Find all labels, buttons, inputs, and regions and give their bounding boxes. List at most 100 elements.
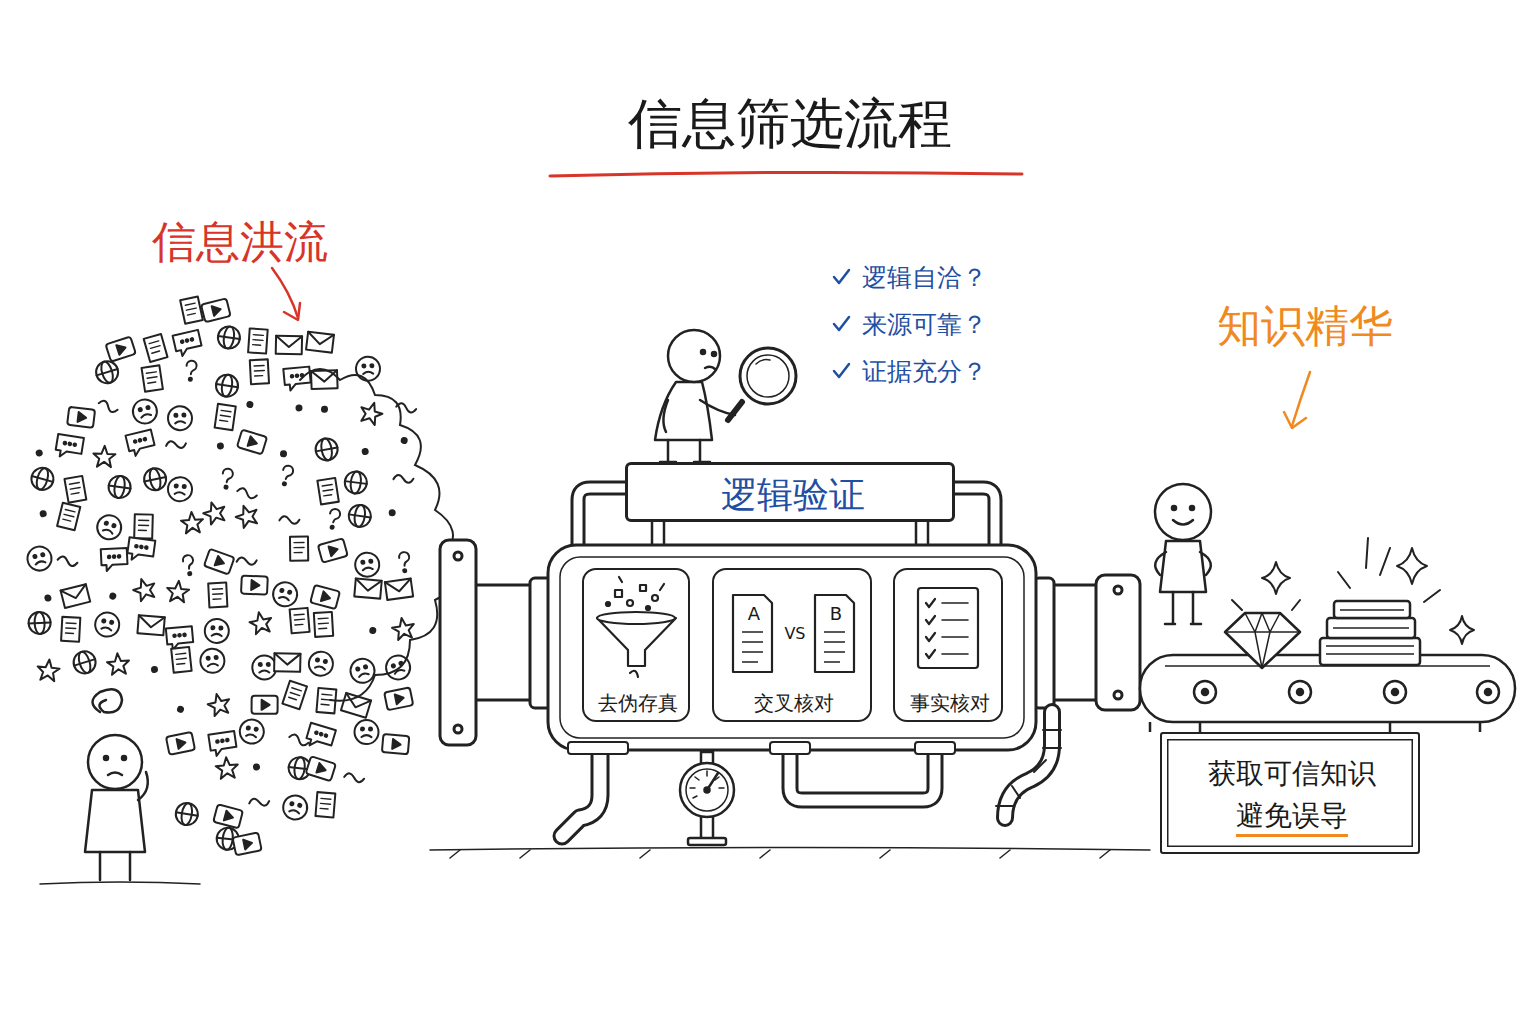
ground-line [40, 848, 1150, 885]
info-icon [314, 612, 333, 637]
info-icon [236, 556, 256, 565]
info-icon [206, 691, 232, 716]
info-icon [214, 373, 239, 398]
info-icon [45, 595, 51, 601]
info-icon [327, 508, 341, 530]
info-icon [126, 430, 156, 457]
fact-panel: 事实核对 [893, 568, 1003, 722]
info-icon [173, 330, 203, 357]
diamond-gem [1225, 613, 1300, 668]
info-icon [107, 475, 132, 500]
node-text: 交叉核对 [754, 691, 834, 715]
info-icon [318, 538, 348, 562]
info-icon [180, 296, 203, 323]
info-icon [314, 437, 340, 463]
info-icon [208, 731, 237, 757]
info-icon [134, 514, 153, 538]
happy-person [1155, 484, 1211, 624]
info-icon [254, 764, 260, 770]
pressure-gauge [680, 752, 734, 845]
node-text: 避免误导 [1236, 799, 1348, 838]
funnel-icon [597, 577, 676, 677]
info-icon [101, 548, 128, 571]
info-flood-icons [25, 296, 416, 855]
info-icon [238, 718, 265, 745]
info-icon [241, 576, 268, 595]
info-icon [221, 468, 234, 489]
orange-arrow [1284, 372, 1310, 428]
info-icon [248, 328, 268, 353]
info-icon [279, 516, 299, 525]
plate-supports [652, 520, 928, 547]
info-icon [25, 544, 54, 573]
info-icon [344, 470, 369, 495]
info-icon [93, 358, 120, 385]
info-icon [306, 756, 336, 781]
info-icon [216, 325, 241, 350]
info-icon [64, 476, 86, 503]
info-icon [218, 443, 224, 449]
info-icon [185, 360, 197, 381]
info-icon [384, 687, 413, 710]
info-icon [385, 579, 413, 600]
info-icon [201, 298, 231, 322]
info-icon [40, 511, 46, 517]
info-icon [36, 658, 60, 681]
info-icon [370, 628, 376, 634]
info-icon [383, 652, 413, 682]
info-icon [94, 512, 124, 542]
info-icon [310, 585, 340, 609]
info-icon [130, 397, 159, 426]
info-icon [199, 648, 225, 674]
info-icon [171, 647, 191, 673]
info-icon [71, 649, 99, 677]
info-icon [208, 583, 227, 608]
info-icon [315, 792, 335, 817]
info-icon [399, 552, 410, 572]
info-icon [358, 400, 385, 427]
info-icon [281, 793, 309, 821]
info-icon [204, 618, 229, 643]
info-icon [168, 406, 193, 431]
info-icon [236, 487, 257, 499]
info-icon [382, 734, 409, 754]
result-sign: 获取可信知识避免误导 [1160, 732, 1420, 854]
info-icon [29, 465, 56, 492]
info-icon [317, 478, 338, 504]
info-icon [282, 681, 307, 709]
info-icon [36, 450, 42, 456]
info-icon [237, 430, 267, 455]
info-icon [106, 653, 130, 676]
info-icon [347, 503, 372, 528]
book-stack [1320, 601, 1420, 665]
info-icon [362, 449, 368, 455]
node-text: 获取可信知识 [1208, 757, 1376, 791]
info-icon [93, 611, 121, 639]
info-icon [401, 438, 407, 444]
info-icon [306, 332, 334, 353]
info-icon [177, 706, 183, 712]
info-icon [166, 580, 190, 603]
info-icon [174, 801, 199, 826]
info-icon [354, 579, 381, 599]
info-icon [106, 337, 136, 362]
checklist-icon [918, 588, 978, 668]
info-icon [354, 551, 381, 578]
info-icon [391, 616, 416, 640]
info-icon [144, 334, 168, 362]
info-icon [28, 611, 51, 634]
check-item: 逻辑自洽？ [862, 263, 987, 293]
flood-label: 信息洪流 [152, 216, 328, 269]
info-icon [290, 537, 308, 561]
info-icon [250, 359, 269, 384]
info-icon [233, 832, 262, 855]
node-text: A [748, 603, 760, 625]
info-icon [127, 537, 156, 562]
node-text: 去伪存真 [598, 691, 678, 715]
info-icon [57, 503, 80, 531]
info-icon [93, 446, 116, 468]
info-icon [166, 439, 187, 450]
node-text: VS [784, 624, 805, 643]
title-underline [550, 172, 1022, 176]
